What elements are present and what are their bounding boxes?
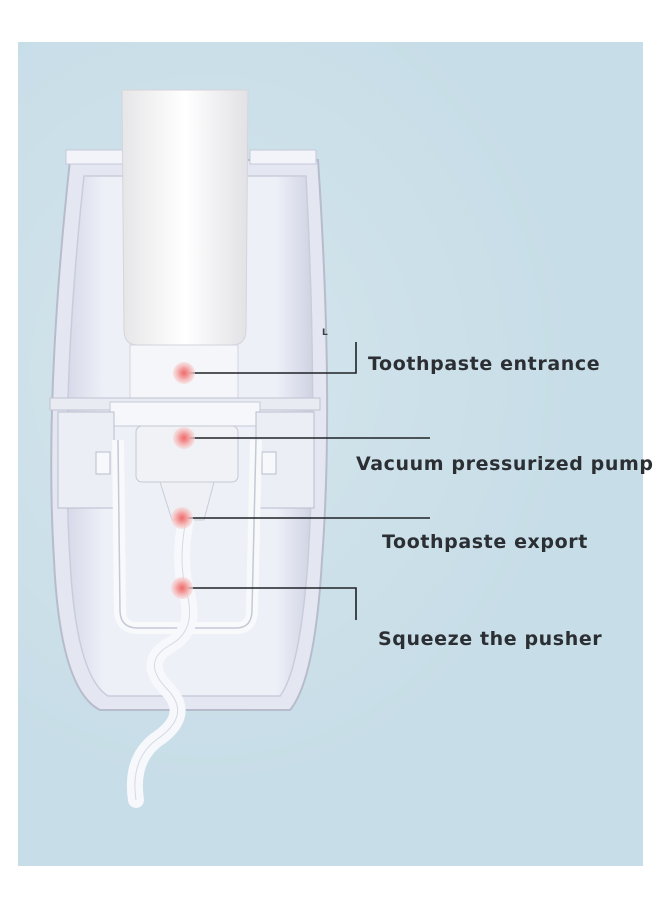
toothpaste-tube [121,89,249,346]
left-bracket [57,411,115,509]
callout-line-pusher [184,587,357,620]
callout-label-export: Toothpaste export [382,531,588,553]
callout-label-pump: Vacuum pressurized pump [356,453,654,475]
callout-line-entrance [186,342,357,374]
marker-pusher [171,577,193,599]
marker-pump [173,427,195,449]
marker-entrance [173,362,195,384]
callout-label-entrance: Toothpaste entrance [368,353,601,375]
marker-export [171,507,193,529]
nozzle [159,481,215,521]
callout-label-pusher: Squeeze the pusher [378,628,603,650]
corner-mark-text: L [322,328,328,338]
